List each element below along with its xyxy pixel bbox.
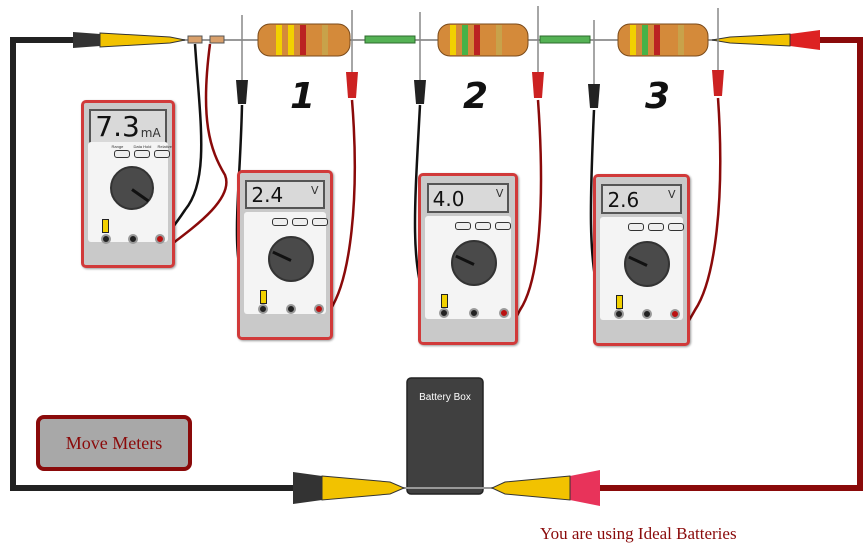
voltmeter-2-unit: V xyxy=(495,186,504,200)
resistor-1-number: 1 xyxy=(290,76,316,117)
ammeter-dial[interactable] xyxy=(109,165,154,210)
voltmeter-2-value: 4.0 xyxy=(432,186,465,211)
relative-label: Relative xyxy=(157,143,172,149)
resistor-3 xyxy=(617,23,709,57)
voltmeter-3[interactable]: 2.6 V xyxy=(593,174,690,346)
range-button[interactable] xyxy=(627,222,644,231)
voltmeter-1-face xyxy=(243,212,328,315)
probe-red-2[interactable] xyxy=(532,6,544,98)
data-hold-button[interactable] xyxy=(647,222,664,231)
voltmeter-1-display: 2.4 V xyxy=(245,179,325,210)
relative-button[interactable] xyxy=(667,222,684,231)
connector-left xyxy=(187,35,203,44)
connector-mid-left xyxy=(209,35,225,44)
range-button[interactable] xyxy=(113,149,130,158)
red-wire-right xyxy=(600,37,863,491)
voltmeter-1-jack-v[interactable] xyxy=(313,304,324,315)
resistor-1 xyxy=(257,23,351,57)
voltmeter-2-display: 4.0 V xyxy=(426,182,510,213)
ammeter-jack-v[interactable] xyxy=(154,233,165,244)
top-right-clip[interactable] xyxy=(711,30,820,50)
voltmeter-2-dial[interactable] xyxy=(450,239,497,286)
voltmeter-2-jack-com[interactable] xyxy=(468,307,479,318)
ammeter-display: 7.3 mA xyxy=(89,109,167,146)
range-button[interactable] xyxy=(454,221,471,230)
ammeter-face: Range Data Hold Relative xyxy=(87,141,172,244)
connector-2-3 xyxy=(539,35,591,44)
voltmeter-1-value: 2.4 xyxy=(251,183,284,208)
ammeter-fuse-indicator xyxy=(101,218,109,233)
voltmeter-3-jack-10a[interactable] xyxy=(613,308,624,319)
voltmeter-2[interactable]: 4.0 V xyxy=(418,173,518,345)
black-wire-left xyxy=(10,37,295,491)
voltmeter-1-fuse-indicator xyxy=(259,290,267,305)
voltmeter-2-jack-10a[interactable] xyxy=(438,307,449,318)
ammeter-unit: mA xyxy=(140,126,161,141)
resistor-2-number: 2 xyxy=(463,76,489,117)
data-hold-label: Data Hold xyxy=(133,143,152,149)
top-left-clip[interactable] xyxy=(73,32,186,48)
voltmeter-1-jack-com[interactable] xyxy=(285,304,296,315)
battery-status-text: You are using Ideal Batteries xyxy=(540,524,737,543)
voltmeter-2-jack-v[interactable] xyxy=(498,307,509,318)
probe-black-1[interactable] xyxy=(236,15,248,104)
range-button[interactable] xyxy=(271,218,288,227)
voltmeter-3-face xyxy=(599,216,684,320)
battery-box-label: Battery Box xyxy=(419,392,471,403)
probe-red-3[interactable] xyxy=(712,8,724,96)
connector-1-2 xyxy=(364,35,416,44)
data-hold-button[interactable] xyxy=(291,218,308,227)
range-label: Range xyxy=(111,143,124,149)
voltmeter-2-face xyxy=(424,215,512,319)
voltmeter-1-jack-10a[interactable] xyxy=(257,304,268,315)
resistor-3-number: 3 xyxy=(645,76,671,117)
relative-button[interactable] xyxy=(311,218,328,227)
voltmeter-3-value: 2.6 xyxy=(607,187,640,212)
probe-black-3[interactable] xyxy=(588,20,600,108)
data-hold-button[interactable] xyxy=(133,149,150,158)
probe-black-2[interactable] xyxy=(414,12,426,104)
data-hold-button[interactable] xyxy=(474,221,491,230)
voltmeter-3-fuse-indicator xyxy=(615,294,623,309)
resistor-2 xyxy=(437,23,529,57)
voltmeter-3-jack-v[interactable] xyxy=(669,308,680,319)
relative-button[interactable] xyxy=(153,149,170,158)
ammeter-jack-com[interactable] xyxy=(127,233,138,244)
probe-red-1[interactable] xyxy=(346,10,358,98)
ammeter-value: 7.3 xyxy=(95,110,140,144)
bottom-left-clip[interactable] xyxy=(293,472,406,504)
voltmeter-3-unit: V xyxy=(668,187,676,201)
bottom-right-clip[interactable] xyxy=(490,470,600,506)
ammeter-jack-10a[interactable] xyxy=(100,233,111,244)
voltmeter-1-unit: V xyxy=(311,183,319,197)
move-meters-button[interactable]: Move Meters xyxy=(36,415,192,471)
relative-button[interactable] xyxy=(494,221,511,230)
voltmeter-1[interactable]: 2.4 V xyxy=(237,170,333,340)
ammeter[interactable]: 7.3 mA Range Data Hold Relative xyxy=(81,100,175,268)
battery-box[interactable] xyxy=(406,377,484,495)
voltmeter-3-jack-com[interactable] xyxy=(641,308,652,319)
voltmeter-3-display: 2.6 V xyxy=(601,183,682,214)
voltmeter-2-fuse-indicator xyxy=(440,293,448,308)
